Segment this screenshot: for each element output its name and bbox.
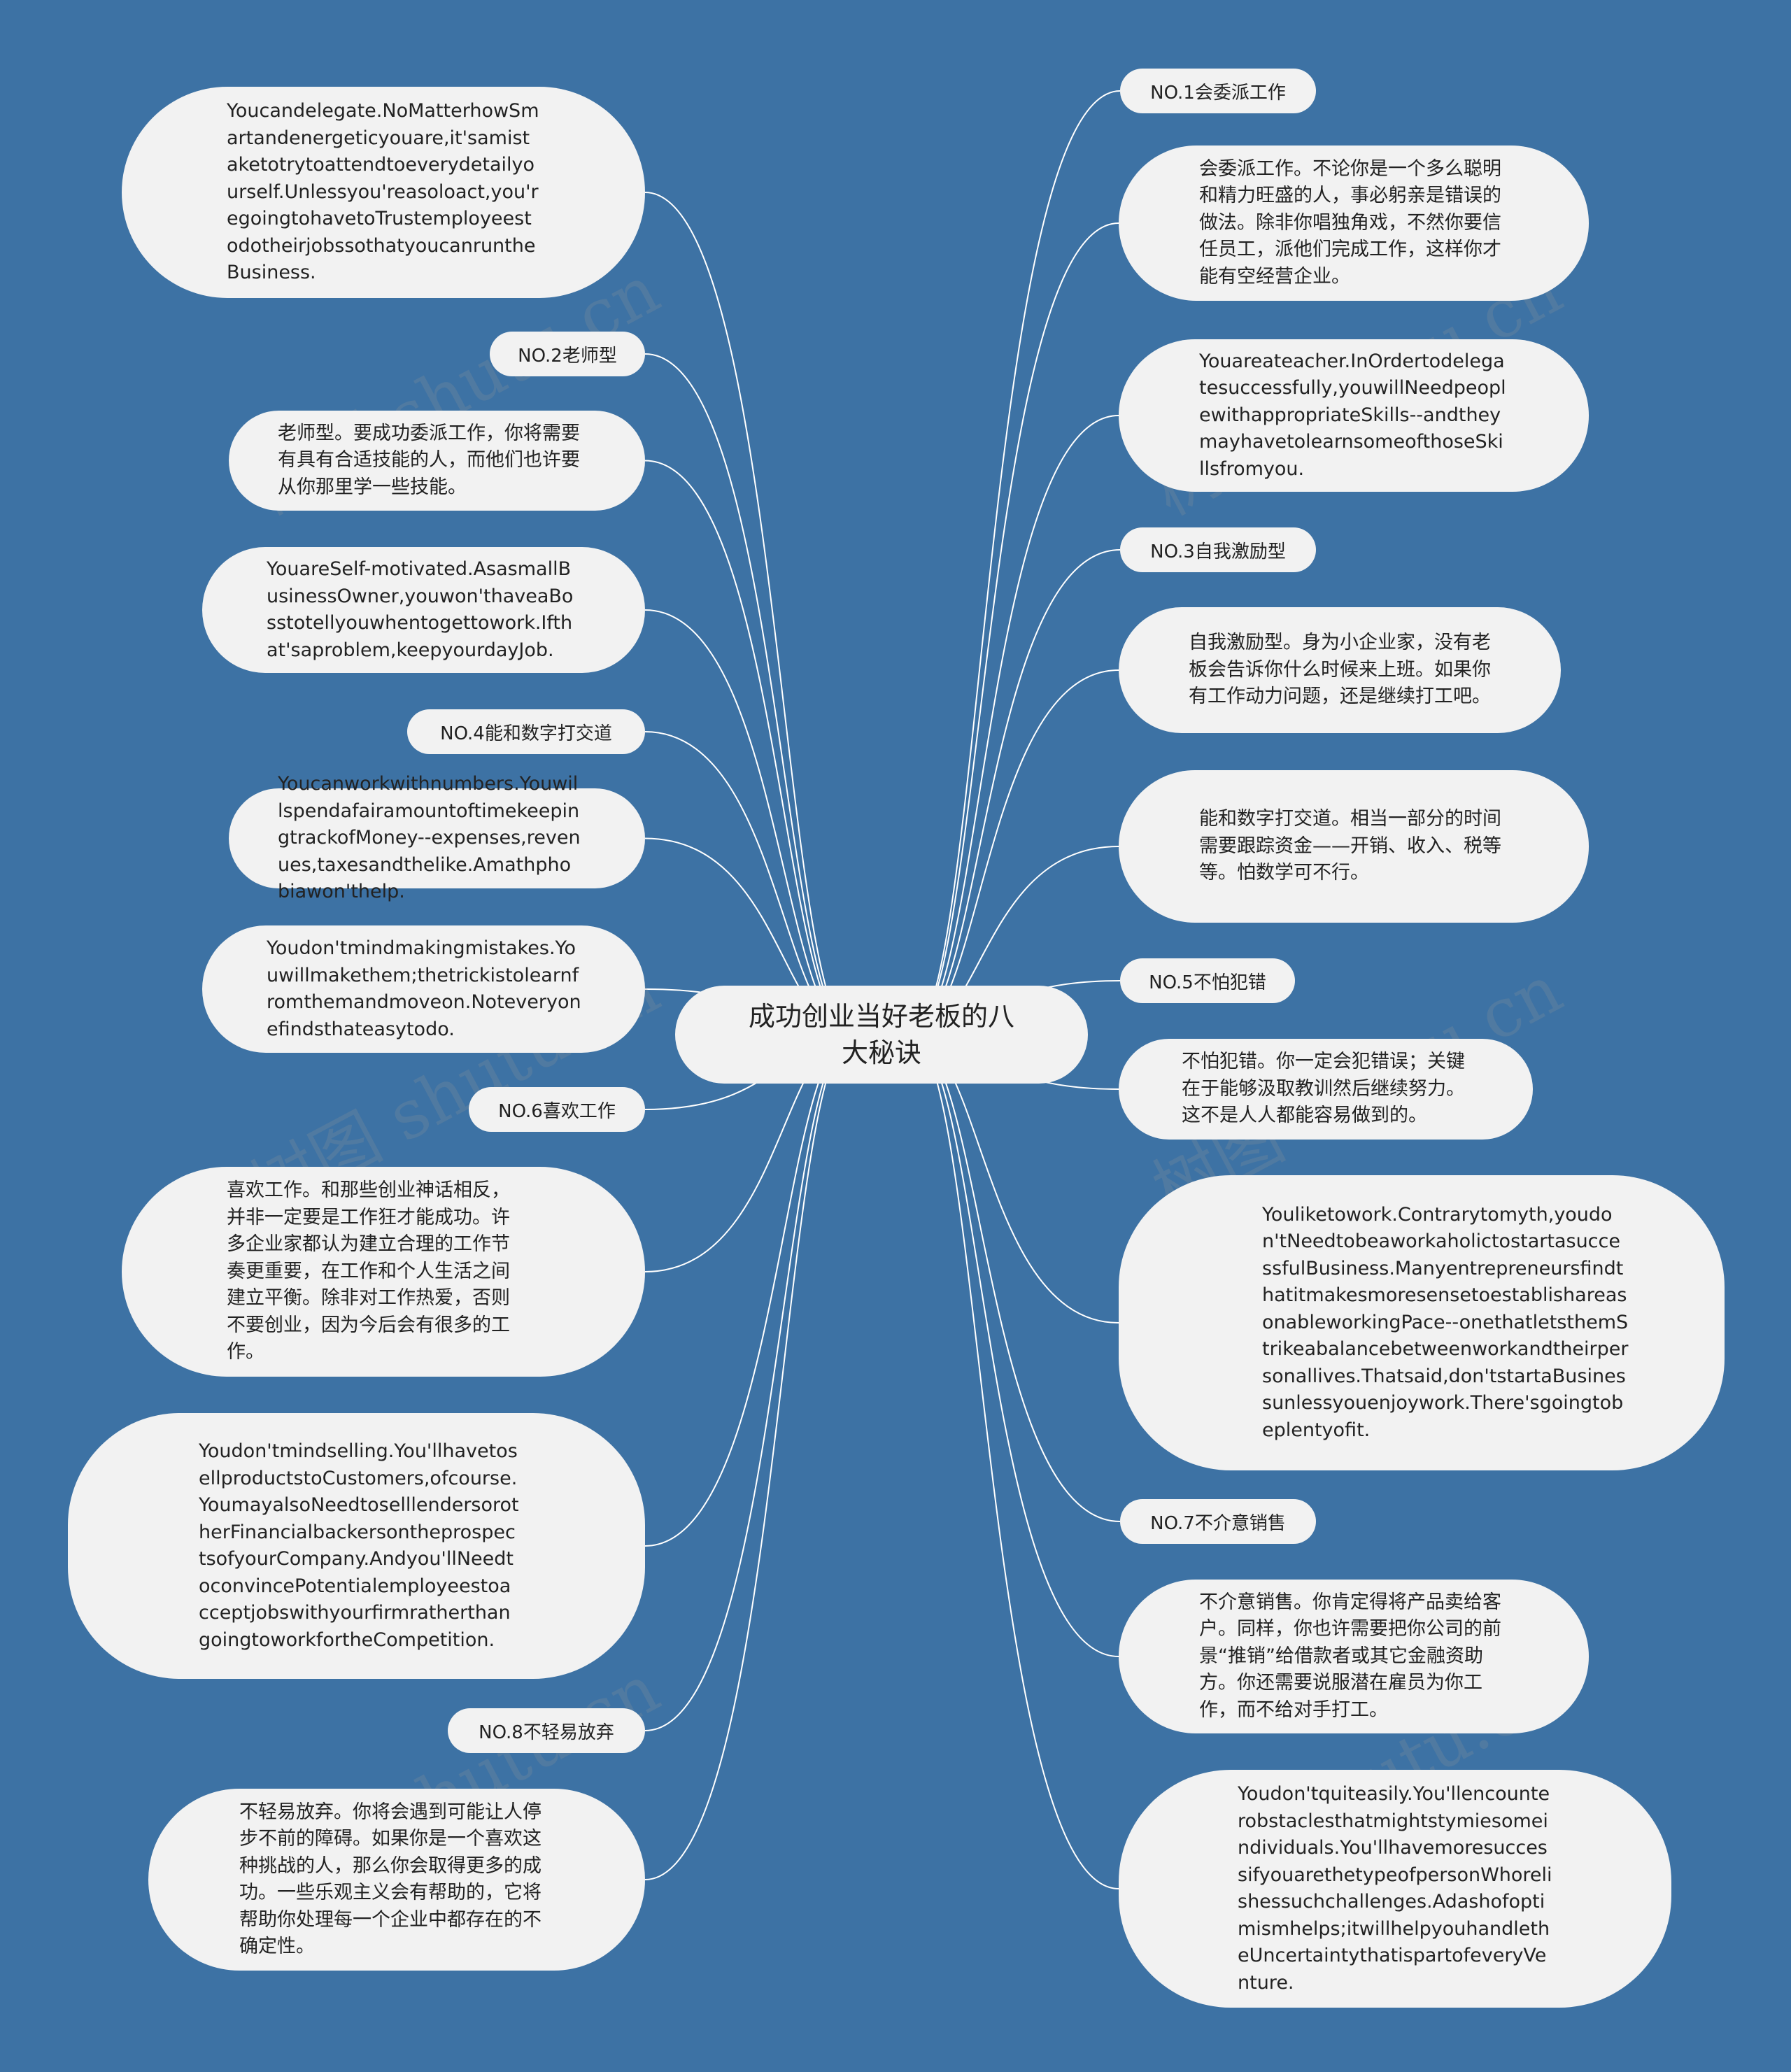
topic-no6-chinese[interactable]: 喜欢工作。和那些创业神话相反，并非一定要是工作狂才能成功。许多企业家都认为建立合… <box>122 1167 645 1377</box>
topic-no2[interactable]: NO.2老师型 <box>490 332 645 376</box>
topic-no7-chinese[interactable]: 不介意销售。你肯定得将产品卖给客户。同样，你也许需要把你公司的前景“推销”给借款… <box>1119 1580 1589 1733</box>
topic-no4-english[interactable]: 能和数字打交道。相当一部分的时间需要跟踪资金——开销、收入、税等等。怕数学可不行… <box>1119 770 1589 923</box>
topic-no1[interactable]: NO.1会委派工作 <box>1120 69 1316 113</box>
connector-topic-no2-chinese <box>644 460 854 1035</box>
connector-topic-no7-chinese <box>909 1034 1119 1657</box>
topic-no2-chinese[interactable]: 老师型。要成功委派工作，你将需要有具有合适技能的人，而他们也许要从你那里学一些技… <box>229 411 645 511</box>
topic-no8-chinese[interactable]: 不轻易放弃。你将会遇到可能让人停步不前的障碍。如果你是一个喜欢这种挑战的人，那么… <box>148 1789 645 1971</box>
connector-topic-no3-chinese <box>909 669 1119 1035</box>
topic-no4-chinese[interactable]: Youcanworkwithnumbers.Youwillspendafaira… <box>229 773 645 902</box>
topic-no4[interactable]: NO.4能和数字打交道 <box>407 709 645 754</box>
connector-topic-no8-english <box>909 1034 1119 1889</box>
connector-topic-no1-english <box>644 192 854 1035</box>
connector-topic-no7 <box>909 1034 1121 1522</box>
topic-no6-english[interactable]: Youliketowork.Contrarytomyth,youdon'tNee… <box>1119 1175 1725 1470</box>
topic-no6[interactable]: NO.6喜欢工作 <box>469 1087 645 1132</box>
topic-no5-chinese[interactable]: 不怕犯错。你一定会犯错误；关键在于能够汲取教训然后继续努力。这不是人人都能容易做… <box>1119 1039 1533 1140</box>
central-topic-text: 成功创业当好老板的八大秘诀 <box>748 1001 1014 1068</box>
connector-topic-no2 <box>644 353 854 1035</box>
central-topic[interactable]: 成功创业当好老板的八大秘诀 <box>675 986 1088 1084</box>
topic-no8-english[interactable]: Youdon'tquiteasily.You'llencounterobstac… <box>1119 1770 1671 2008</box>
topic-no1-english[interactable]: Youcandelegate.NoMatterhowSmartandenerge… <box>122 87 645 298</box>
topic-no3[interactable]: NO.3自我激励型 <box>1120 527 1316 572</box>
topic-no5-english[interactable]: Youdon'tmindmakingmistakes.Youwillmaketh… <box>202 925 645 1053</box>
connector-topic-no7-english <box>644 1034 854 1547</box>
topic-no7[interactable]: NO.7不介意销售 <box>1120 1499 1316 1544</box>
topic-no7-english[interactable]: Youdon'tmindselling.You'llhavetosellprod… <box>68 1413 645 1679</box>
topic-no3-english[interactable]: YouareSelf-motivated.AsasmallBusinessOwn… <box>202 547 645 673</box>
topic-no3-chinese[interactable]: 自我激励型。身为小企业家，没有老板会告诉你什么时候来上班。如果你有工作动力问题，… <box>1119 607 1561 733</box>
connector-topic-no8-chinese <box>644 1034 854 1880</box>
topic-no1-chinese[interactable]: 会委派工作。不论你是一个多么聪明和精力旺盛的人，事必躬亲是错误的做法。除非你唱独… <box>1119 146 1589 301</box>
topic-no8[interactable]: NO.8不轻易放弃 <box>448 1708 645 1753</box>
connector-topic-no2-english <box>909 415 1119 1035</box>
topic-no2-english[interactable]: Youareateacher.InOrdertodelegatesuccessf… <box>1119 339 1589 492</box>
connector-topic-no1-chinese <box>909 222 1119 1035</box>
connector-topic-no1 <box>909 90 1121 1035</box>
topic-no5[interactable]: NO.5不怕犯错 <box>1120 958 1295 1003</box>
